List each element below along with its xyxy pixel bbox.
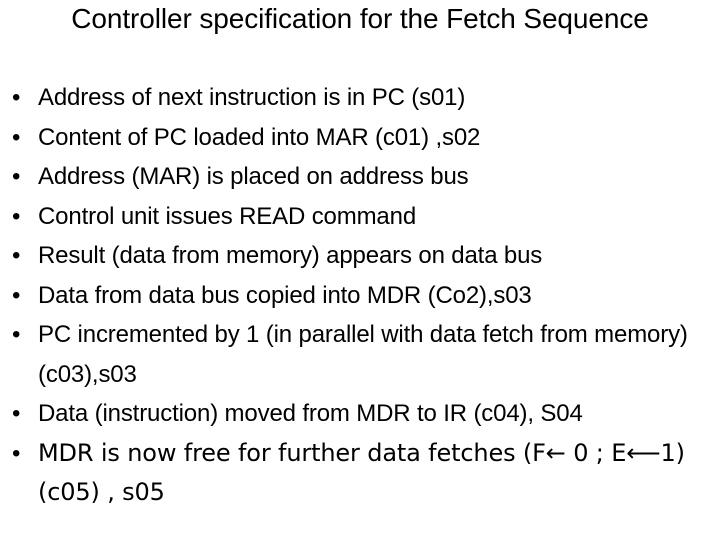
list-item: • Content of PC loaded into MAR (c01) ,s…: [8, 118, 714, 158]
list-item: • Address of next instruction is in PC (…: [8, 78, 714, 118]
bullet-point-icon: •: [12, 281, 21, 309]
list-item-text: Control unit issues READ command: [38, 202, 417, 230]
bullet-point-icon: •: [12, 400, 21, 427]
bullet-point-icon: •: [12, 163, 21, 190]
list-item: • Control unit issues READ command: [8, 197, 714, 237]
list-item: • Data (instruction) moved from MDR to I…: [8, 394, 714, 434]
bullet-point-icon: •: [12, 439, 21, 467]
bullet-list: • Address of next instruction is in PC (…: [8, 78, 714, 513]
list-item-text: PC incremented by 1 (in parallel with da…: [38, 321, 688, 388]
page-title: Controller specification for the Fetch S…: [71, 3, 649, 34]
list-item-text: Data from data bus copied into MDR (Co2)…: [38, 281, 532, 309]
bullet-point-icon: •: [12, 123, 21, 151]
bullet-point-icon: •: [12, 242, 21, 269]
list-item: • Data from data bus copied into MDR (Co…: [8, 276, 714, 316]
list-item-text: Result (data from memory) appears on dat…: [38, 242, 543, 269]
list-item: • PC incremented by 1 (in parallel with …: [8, 315, 714, 394]
list-item: • Result (data from memory) appears on d…: [8, 236, 714, 276]
list-item: • MDR is now free for further data fetch…: [8, 434, 714, 513]
list-item-text: MDR is now free for further data fetches…: [38, 438, 685, 507]
list-item-text: Address (MAR) is placed on address bus: [38, 163, 469, 190]
bullet-point-icon: •: [12, 202, 21, 230]
list-item-text: Data (instruction) moved from MDR to IR …: [38, 400, 583, 427]
list-item-text: Content of PC loaded into MAR (c01) ,s02: [38, 123, 481, 151]
list-item-text: Address of next instruction is in PC (s0…: [38, 84, 466, 111]
list-item: • Address (MAR) is placed on address bus: [8, 157, 714, 197]
bullet-point-icon: •: [12, 321, 21, 348]
bullet-point-icon: •: [12, 84, 21, 111]
